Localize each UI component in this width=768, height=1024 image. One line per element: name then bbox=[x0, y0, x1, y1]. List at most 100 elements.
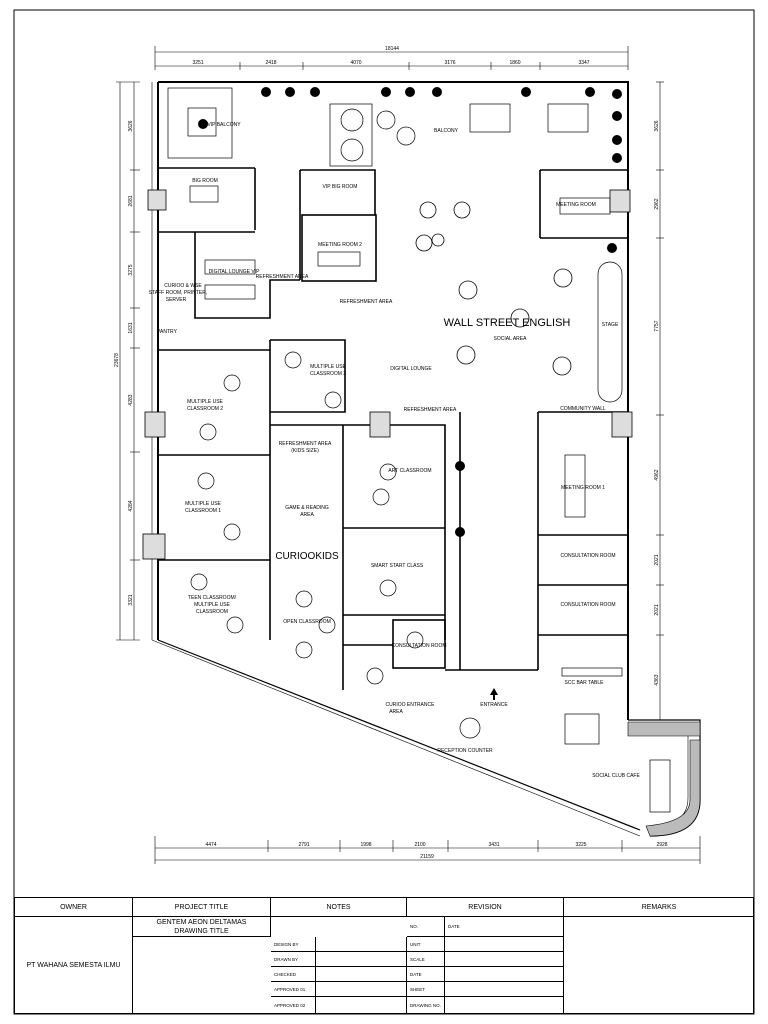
dim-right-seg: 2962 bbox=[654, 198, 660, 209]
sheet-value bbox=[445, 982, 564, 997]
scale-value bbox=[445, 952, 564, 967]
curiookids-label: CURIOOKIDS bbox=[275, 551, 339, 562]
room-label: SMART START CLASS bbox=[371, 563, 424, 569]
approved-1-label: APPROVED 01 bbox=[271, 982, 316, 997]
columns bbox=[142, 189, 633, 560]
dim-left-seg: 4284 bbox=[128, 500, 134, 511]
dim-right-seg: 4962 bbox=[654, 469, 660, 480]
checked-label: CHECKED bbox=[271, 967, 316, 982]
interior-walls bbox=[158, 167, 628, 690]
furniture bbox=[167, 87, 671, 813]
room-label: VIP BALCONY bbox=[207, 122, 241, 128]
drawing-no-label: DRAWING NO. bbox=[407, 997, 445, 1013]
wall-street-english-label: WALL STREET ENGLISH bbox=[444, 317, 571, 329]
design-by-value bbox=[316, 937, 407, 952]
room-label: STAFF ROOM, PRINTER, bbox=[149, 290, 208, 296]
room-label: REFRESHMENT AREA bbox=[340, 299, 393, 305]
dim-left-total: 23678 bbox=[114, 353, 120, 367]
classroom-tables bbox=[190, 351, 424, 685]
title-block: OWNER PROJECT TITLE NOTES REVISION REMAR… bbox=[14, 897, 754, 1014]
scale-label: SCALE bbox=[407, 952, 445, 967]
dim-right-seg: 2021 bbox=[654, 554, 660, 565]
remarks-header: REMARKS bbox=[564, 898, 754, 917]
room-label: AREA bbox=[389, 709, 403, 715]
room-label: CONSULTATION ROOM bbox=[561, 602, 616, 608]
room-label: SERVER bbox=[166, 297, 187, 303]
room-label: AREA bbox=[300, 512, 314, 518]
dim-top-seg: 4070 bbox=[350, 60, 361, 66]
room-label: REFRESHMENT AREA bbox=[279, 441, 332, 447]
room-label: DIGITAL LOUNGE VIP bbox=[209, 269, 261, 275]
dimension-right bbox=[656, 81, 664, 721]
room-label: REFRESHMENT AREA bbox=[256, 274, 309, 280]
room-label: ENTRANCE bbox=[480, 702, 508, 708]
room-label: GAME & READING bbox=[285, 505, 329, 511]
room-label: DIGITAL LOUNGE bbox=[390, 366, 432, 372]
drawing-title-label: DRAWING TITLE bbox=[133, 927, 271, 937]
date-label: DATE bbox=[407, 967, 445, 982]
sheet-border bbox=[13, 9, 755, 1015]
owner-value: PT WAHANA SEMESTA ILMU bbox=[15, 917, 133, 1013]
sheet-label: SHEET bbox=[407, 982, 445, 997]
date-value bbox=[445, 967, 564, 982]
unit-label: UNIT bbox=[407, 937, 445, 952]
room-label: CLASSROOM 1 bbox=[185, 508, 221, 514]
dim-top-seg: 3347 bbox=[578, 60, 589, 66]
dim-left-seg: 1631 bbox=[128, 322, 134, 333]
design-by-label: DESIGN BY bbox=[271, 937, 316, 952]
dim-bottom-seg: 2791 bbox=[298, 842, 309, 848]
dim-bottom-seg: 2100 bbox=[414, 842, 425, 848]
room-label: REFRESHMENT AREA bbox=[404, 407, 457, 413]
room-label: SCC BAR TABLE bbox=[565, 680, 605, 686]
drawn-by-label: DRAWN BY bbox=[271, 952, 316, 967]
dim-left-seg: 3275 bbox=[128, 264, 134, 275]
dim-left-seg: 3321 bbox=[128, 594, 134, 605]
room-label: MULTIPLE USE bbox=[194, 602, 230, 608]
room-label: CONSULTATION ROOM bbox=[392, 643, 447, 649]
dimension-left bbox=[116, 81, 140, 641]
room-label: CURIOO ENTRANCE bbox=[386, 702, 436, 708]
room-label: TEEN CLASSROOM/ bbox=[188, 595, 237, 601]
revision-header: REVISION bbox=[407, 898, 564, 917]
dim-bottom-seg: 1998 bbox=[360, 842, 371, 848]
approved-1-value bbox=[316, 982, 407, 997]
room-label: SOCIAL AREA bbox=[494, 336, 528, 342]
dim-right-seg: 4363 bbox=[654, 674, 660, 685]
room-label: COMMUNITY WALL bbox=[560, 406, 606, 412]
room-label: CURIOO & WSE bbox=[164, 283, 202, 289]
revision-no-label: NO. bbox=[407, 917, 445, 937]
room-label: CLASSROOM 2 bbox=[187, 406, 223, 412]
dim-bottom-seg: 3225 bbox=[575, 842, 586, 848]
room-label: MEETING ROOM 1 bbox=[561, 485, 605, 491]
dimension-bottom bbox=[154, 836, 701, 864]
unit-value bbox=[445, 937, 564, 952]
cafe-planter bbox=[627, 721, 701, 837]
drawn-by-value bbox=[316, 952, 407, 967]
room-label: MULTIPLE USE bbox=[185, 501, 221, 507]
room-label: (KIDS SIZE) bbox=[291, 448, 319, 454]
dim-bottom-seg: 3431 bbox=[488, 842, 499, 848]
social-pods bbox=[415, 201, 573, 376]
revision-date-label: DATE bbox=[445, 917, 564, 937]
dim-bottom-seg: 4474 bbox=[205, 842, 216, 848]
room-label: OPEN CLASSROOM bbox=[283, 619, 331, 625]
room-label: CLASSROOM bbox=[196, 609, 228, 615]
room-label: PANTRY bbox=[157, 329, 177, 335]
room-label: SOCIAL CLUB CAFE bbox=[592, 773, 640, 779]
room-label: MEETING ROOM 2 bbox=[318, 242, 362, 248]
dim-top-total: 18144 bbox=[385, 46, 399, 52]
owner-header: OWNER bbox=[15, 898, 133, 917]
project-value: GENTEM AEON DELTAMAS bbox=[133, 917, 271, 927]
dim-left-seg: 4283 bbox=[128, 394, 134, 405]
room-label: BIG ROOM bbox=[192, 178, 218, 184]
dim-top-seg: 3251 bbox=[192, 60, 203, 66]
notes-header: NOTES bbox=[271, 898, 407, 917]
room-label: MULTIPLE USE bbox=[187, 399, 223, 405]
room-labels: VIP BALCONY BALCONY BIG ROOM VIP BIG ROO… bbox=[149, 122, 641, 779]
approved-2-label: APPROVED 02 bbox=[271, 997, 316, 1013]
room-label: ART CLASSROOM bbox=[388, 468, 431, 474]
dim-bottom-total: 21159 bbox=[420, 854, 434, 860]
dim-left-seg: 3626 bbox=[128, 120, 134, 131]
checked-value bbox=[316, 967, 407, 982]
room-label: BALCONY bbox=[434, 128, 459, 134]
